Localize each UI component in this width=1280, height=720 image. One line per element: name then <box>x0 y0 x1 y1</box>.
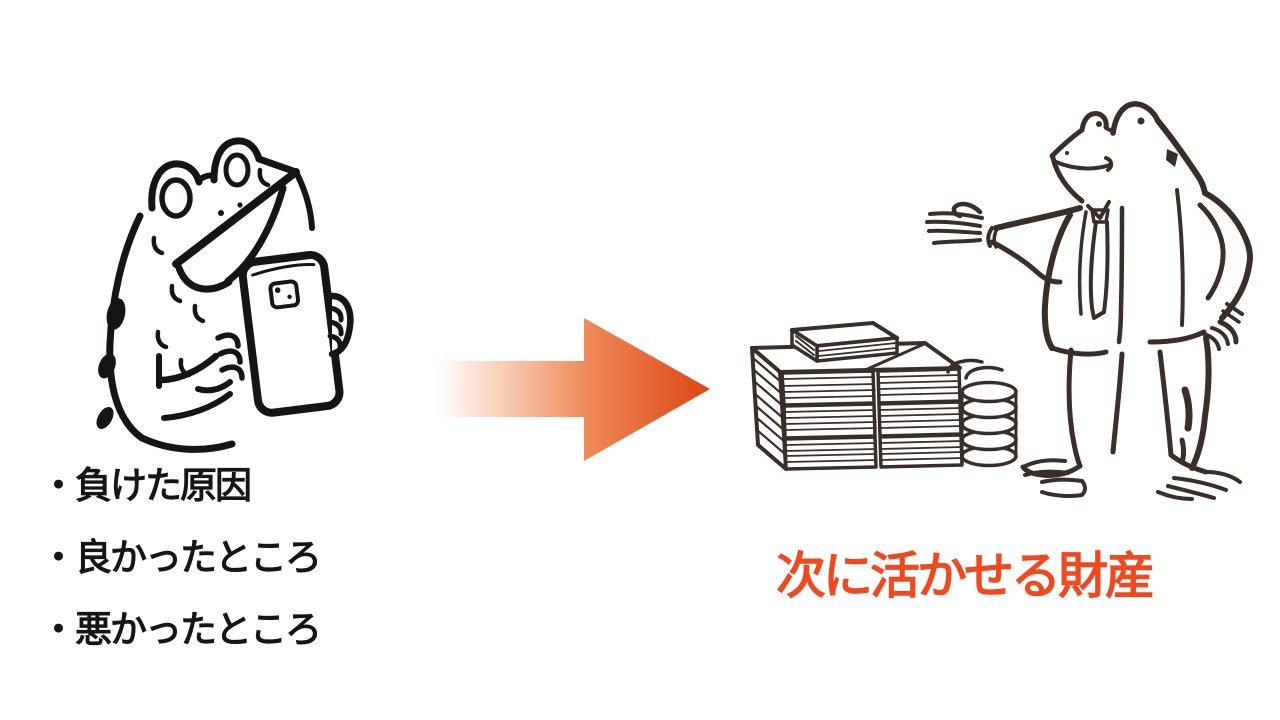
frog-phone-illustration <box>96 137 354 453</box>
smartphone-icon <box>238 251 344 417</box>
coin-stack-icon <box>946 358 1018 468</box>
money-stacks-icon <box>750 321 1018 471</box>
list-item: ・負けた原因 <box>40 465 252 506</box>
frog-businessman-money-illustration <box>750 101 1253 501</box>
list-item: ・良かったところ <box>40 537 322 578</box>
review-points-list: ・負けた原因 ・良かったところ ・悪かったところ <box>40 450 460 666</box>
arrow-right-graphic <box>438 318 710 461</box>
conclusion-caption: 次に活かせる財産 <box>776 548 1155 604</box>
businessman-frog <box>925 101 1253 501</box>
list-item: ・悪かったところ <box>40 609 322 650</box>
